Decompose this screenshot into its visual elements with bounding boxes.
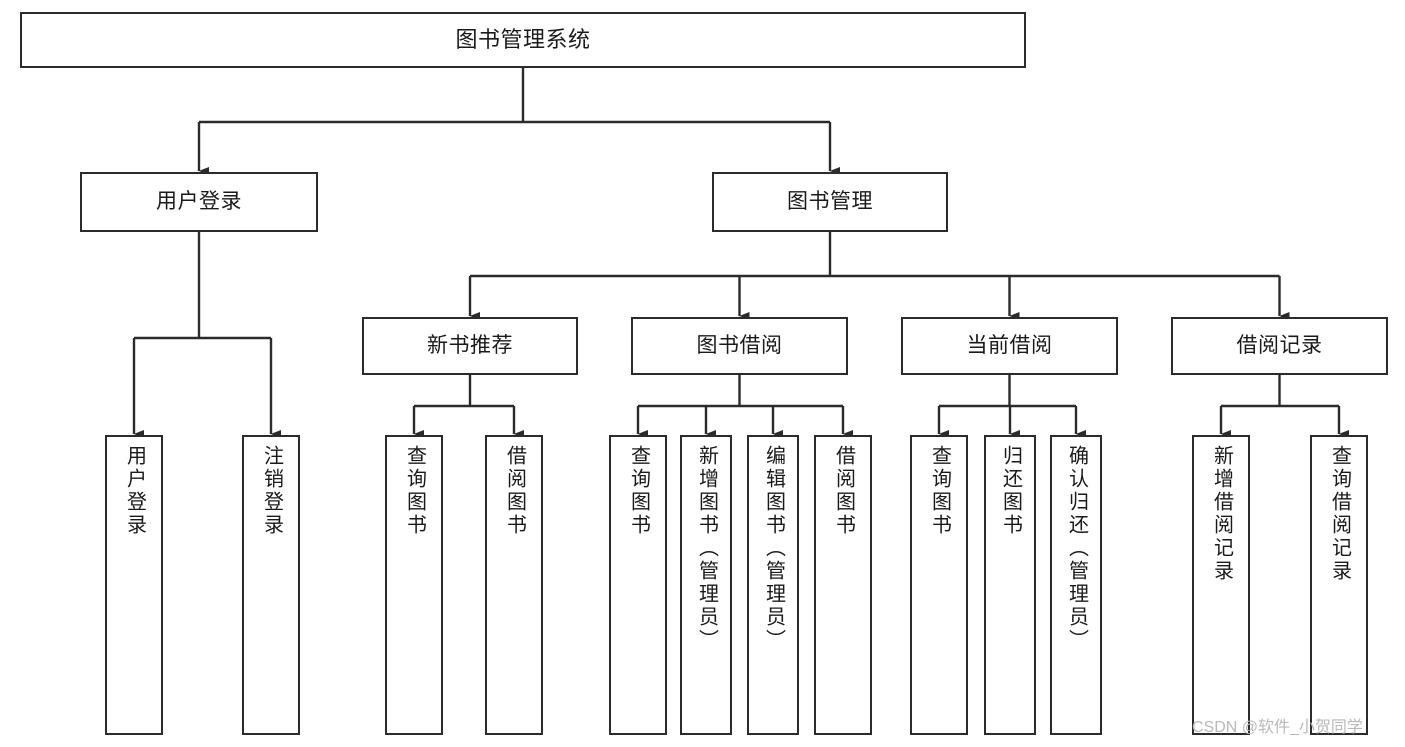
node-login[interactable]: 用户登录 (80, 172, 318, 232)
connector-lines (132, 68, 1350, 439)
node-label-b_lend: 借阅图书 (832, 445, 855, 537)
node-label-b_add: 新增图书（管理员） (695, 445, 718, 652)
node-label-root: 图书管理系统 (455, 27, 591, 53)
node-label-bookmgmt: 图书管理 (787, 189, 873, 213)
node-label-borrow: 图书借阅 (696, 333, 783, 357)
node-c_query[interactable]: 查询图书 (910, 435, 968, 735)
node-label-current: 当前借阅 (966, 333, 1053, 357)
node-b_add[interactable]: 新增图书（管理员） (680, 435, 732, 735)
node-l_login[interactable]: 用户登录 (105, 435, 163, 735)
node-current[interactable]: 当前借阅 (901, 317, 1118, 375)
node-label-l_logout: 注销登录 (260, 445, 283, 537)
node-label-b_edit: 编辑图书（管理员） (762, 445, 785, 652)
node-label-login: 用户登录 (156, 189, 242, 213)
node-newbook[interactable]: 新书推荐 (362, 317, 578, 375)
node-l_logout[interactable]: 注销登录 (242, 435, 300, 735)
node-n_query[interactable]: 查询图书 (385, 435, 443, 735)
node-borrow[interactable]: 图书借阅 (631, 317, 848, 375)
node-label-r_add: 新增借阅记录 (1210, 445, 1233, 583)
watermark-text: CSDN @软件_小贺同学 (1192, 719, 1363, 736)
node-c_confirm[interactable]: 确认归还（管理员） (1050, 435, 1102, 735)
node-label-records: 借阅记录 (1236, 333, 1323, 357)
node-label-n_borrow: 借阅图书 (503, 445, 526, 537)
node-label-c_query: 查询图书 (928, 445, 951, 537)
node-label-r_query: 查询借阅记录 (1328, 445, 1351, 583)
node-label-newbook: 新书推荐 (427, 333, 513, 357)
node-records[interactable]: 借阅记录 (1171, 317, 1388, 375)
node-label-c_return: 归还图书 (999, 445, 1022, 537)
node-b_query[interactable]: 查询图书 (609, 435, 667, 735)
node-n_borrow[interactable]: 借阅图书 (485, 435, 543, 735)
node-label-c_confirm: 确认归还（管理员） (1065, 445, 1088, 652)
node-c_return[interactable]: 归还图书 (984, 435, 1036, 735)
node-label-n_query: 查询图书 (403, 445, 426, 537)
node-b_edit[interactable]: 编辑图书（管理员） (747, 435, 799, 735)
node-root[interactable]: 图书管理系统 (20, 12, 1026, 68)
node-label-b_query: 查询图书 (627, 445, 650, 537)
node-bookmgmt[interactable]: 图书管理 (712, 172, 948, 232)
node-r_add[interactable]: 新增借阅记录 (1192, 435, 1250, 735)
node-r_query[interactable]: 查询借阅记录 (1310, 435, 1368, 735)
node-b_lend[interactable]: 借阅图书 (814, 435, 872, 735)
node-label-l_login: 用户登录 (123, 445, 146, 537)
